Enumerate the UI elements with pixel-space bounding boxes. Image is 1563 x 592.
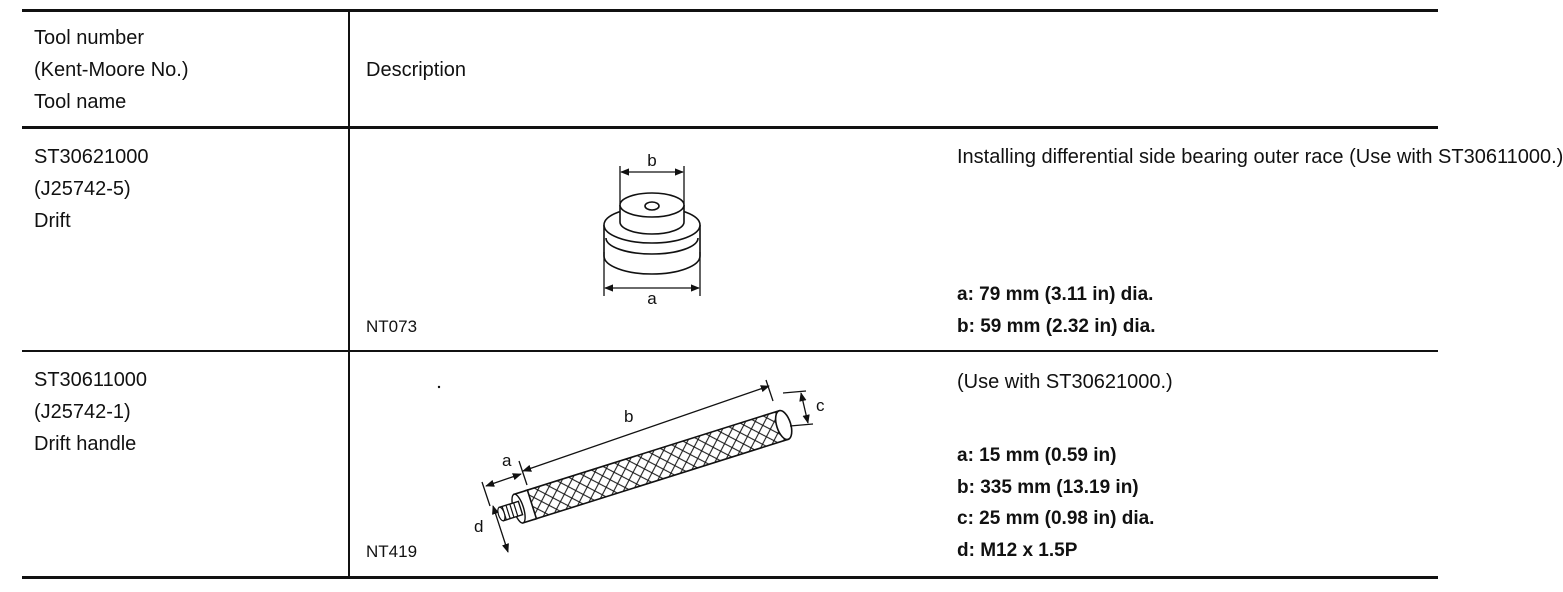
drift-center-hole bbox=[644, 201, 660, 211]
row1-description-line: Installing differential side bearing out… bbox=[957, 146, 1344, 168]
row1-kent-moore: (J25742-5) bbox=[34, 178, 131, 200]
dim-arrow-hd bbox=[492, 505, 509, 553]
row1-figure-code: NT073 bbox=[366, 317, 418, 336]
row1-description-line: (Use with ST30611000.) bbox=[1349, 146, 1563, 168]
row1-spec-b: b: 59 mm (2.32 in) dia. bbox=[957, 315, 1156, 337]
handle-knurled-body bbox=[524, 409, 790, 521]
row2-kent-moore: (J25742-1) bbox=[34, 401, 131, 423]
header-bottom-rule bbox=[22, 126, 1438, 129]
row1-specs: a: 79 mm (3.11 in) dia. b: 59 mm (2.32 i… bbox=[957, 279, 1156, 342]
handle-end-cap bbox=[774, 409, 793, 441]
row2-spec-b: b: 335 mm (13.19 in) bbox=[957, 476, 1139, 498]
drift-handle-drawing bbox=[497, 409, 793, 524]
row-divider bbox=[22, 350, 1438, 352]
drift-dimensions bbox=[603, 166, 701, 296]
row1-tool-number: ST30621000 bbox=[34, 146, 149, 168]
header-description: Description bbox=[366, 59, 467, 81]
drift-handle-dimensions bbox=[481, 379, 814, 553]
handle-dim-label-c: c bbox=[816, 396, 825, 415]
header-tool-name: Tool name bbox=[34, 91, 127, 113]
drift-lower-disc-step bbox=[605, 237, 699, 255]
dim-arrow-ha bbox=[485, 473, 522, 487]
row2-specs: a: 15 mm (0.59 in) b: 335 mm (13.19 in) … bbox=[957, 440, 1154, 566]
drift-dim-label-a: a bbox=[647, 289, 657, 308]
row1-tool-info: ST30621000 (J25742-5) Drift bbox=[34, 141, 149, 237]
row2-tool-number: ST30611000 bbox=[34, 369, 148, 391]
row1-spec-a: a: 79 mm (3.11 in) dia. bbox=[957, 284, 1154, 305]
row2-tool-info: ST30611000 (J25742-1) Drift handle bbox=[34, 364, 147, 460]
table-bottom-rule bbox=[22, 576, 1438, 579]
row2-description: (Use with ST30621000.) bbox=[957, 371, 1173, 393]
drift-dim-label-b: b bbox=[647, 151, 656, 170]
header-tool-column: Tool number (Kent-Moore No.) Tool name bbox=[34, 22, 189, 118]
row2-figure-code: NT419 bbox=[366, 542, 418, 561]
dim-arrow-hc bbox=[799, 392, 810, 424]
row2-spec-c: c: 25 mm (0.98 in) dia. bbox=[957, 508, 1155, 529]
speck-dot bbox=[437, 385, 441, 389]
column-divider bbox=[348, 12, 350, 576]
handle-dim-label-d: d bbox=[474, 517, 483, 536]
dim-arrow-hb bbox=[522, 385, 770, 472]
row2-tool-name: Drift handle bbox=[34, 433, 137, 455]
handle-dim-label-b: b bbox=[624, 407, 633, 426]
row1-tool-name: Drift bbox=[34, 210, 71, 232]
handle-dim-label-a: a bbox=[502, 451, 512, 470]
row2-spec-d: d: M12 x 1.5P bbox=[957, 539, 1078, 561]
tool-illustrations: b a b a c d bbox=[437, 151, 825, 553]
table-top-rule bbox=[22, 9, 1438, 12]
header-kent-moore: (Kent-Moore No.) bbox=[34, 59, 189, 81]
header-tool-number: Tool number bbox=[34, 27, 145, 49]
drift-drawing bbox=[603, 192, 701, 275]
row2-spec-a: a: 15 mm (0.59 in) bbox=[957, 445, 1117, 466]
row1-description: Installing differential side bearing out… bbox=[957, 141, 1563, 173]
